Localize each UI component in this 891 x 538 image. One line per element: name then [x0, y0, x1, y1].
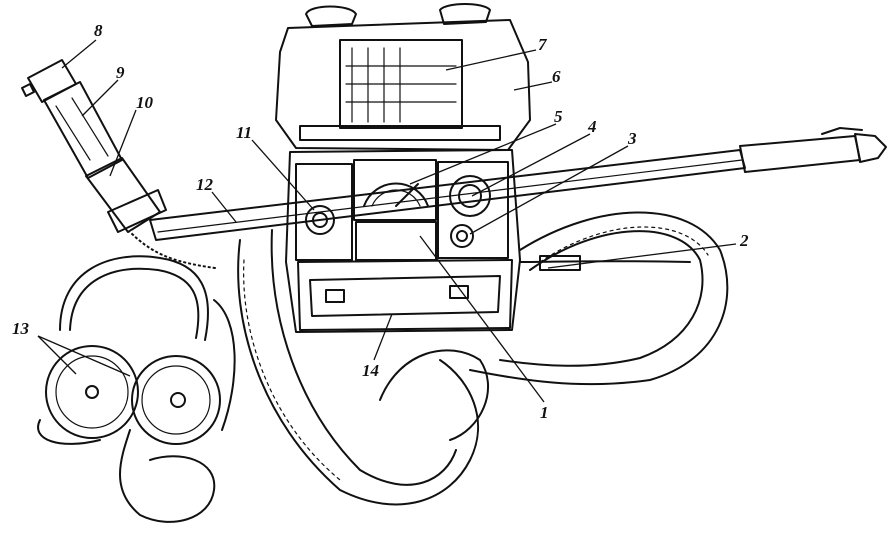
cable: [519, 255, 691, 271]
label-9: 9: [116, 63, 125, 82]
label-3: 3: [627, 129, 637, 148]
probe-handle: [21, 59, 216, 270]
label-4: 4: [587, 117, 597, 136]
case-lid: [275, 3, 531, 151]
headphones: [37, 255, 236, 523]
label-1: 1: [540, 403, 549, 422]
callout-labels: 1 2 3 4 5 6 7 8 9 10 11 12 13 14: [12, 21, 749, 422]
label-8: 8: [94, 21, 103, 40]
label-6: 6: [552, 67, 561, 86]
label-13: 13: [12, 319, 30, 338]
label-5: 5: [554, 107, 563, 126]
label-2: 2: [739, 231, 749, 250]
probe-rod: [149, 127, 887, 241]
label-14: 14: [362, 361, 379, 380]
shoulder-strap: [237, 211, 729, 506]
label-11: 11: [236, 123, 252, 142]
case-body: [285, 149, 521, 333]
leader-lines: [37, 39, 737, 403]
label-10: 10: [136, 93, 154, 112]
label-7: 7: [538, 35, 548, 54]
label-12: 12: [196, 175, 214, 194]
